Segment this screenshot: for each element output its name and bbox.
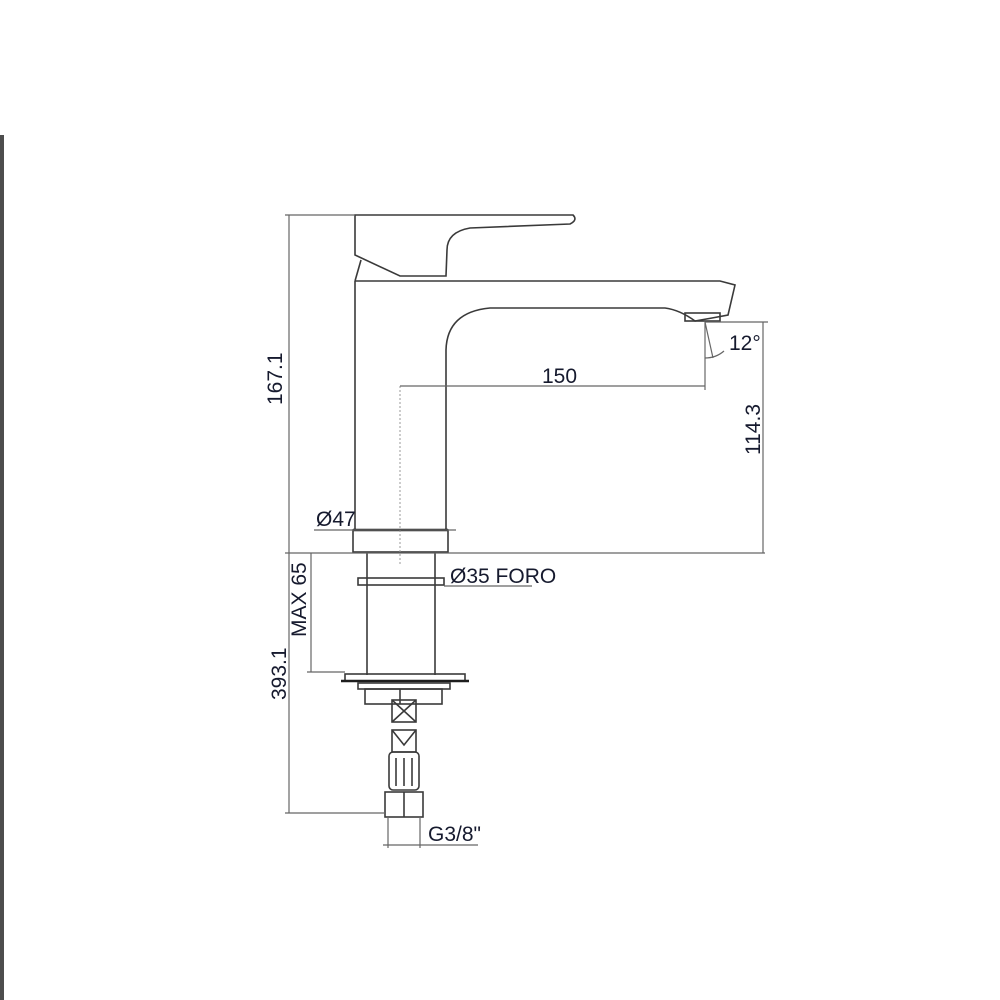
dimension-hole-diameter: Ø35 FORO [444, 565, 556, 588]
dimension-connection: G3/8" [383, 817, 481, 848]
dim-max-deck-label: MAX 65 [288, 562, 311, 637]
dimension-hose-length: 393.1 [268, 553, 385, 814]
dimension-max-deck: MAX 65 [288, 553, 345, 673]
dimension-reach: 150 12° [400, 321, 761, 390]
hose-fittings [384, 699, 424, 818]
left-edge-bar [0, 135, 4, 1000]
dim-angle-label: 12° [729, 332, 761, 355]
dimension-body-diameter: Ø47 [314, 508, 456, 531]
dim-total-height-label: 167.1 [264, 352, 287, 405]
dim-reach-label: 150 [542, 365, 577, 388]
faucet-body [352, 280, 736, 553]
dim-connection-label: G3/8" [428, 823, 481, 846]
lever-handle [354, 214, 576, 282]
dim-body-diameter-label: Ø47 [316, 508, 356, 531]
mounting-shank [341, 553, 469, 705]
dim-hole-diameter-label: Ø35 FORO [450, 565, 556, 588]
dimension-spout-height: 114.3 [705, 321, 768, 553]
dimension-total-height: 167.1 [264, 214, 765, 554]
dim-spout-height-label: 114.3 [742, 404, 765, 455]
dim-hose-length-label: 393.1 [268, 647, 291, 700]
